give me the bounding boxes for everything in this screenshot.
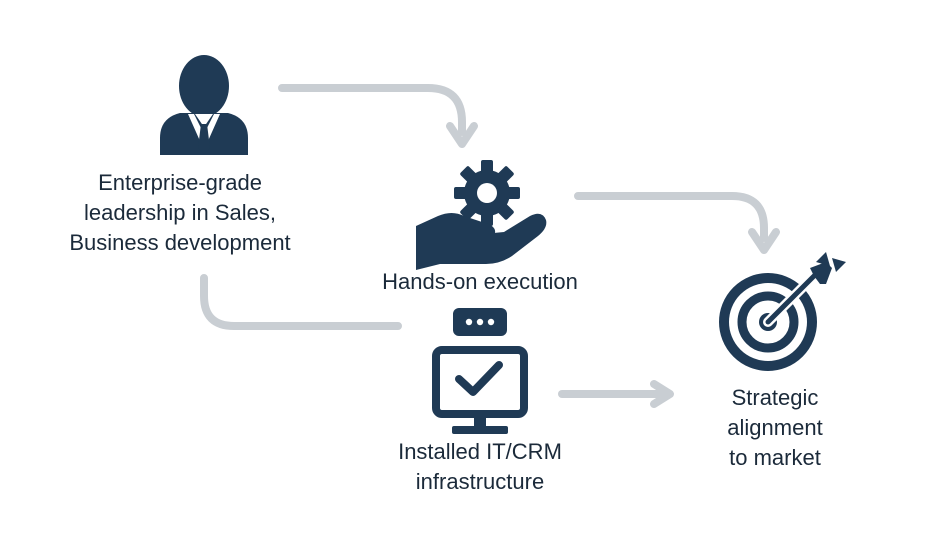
- execution-label: Hands-on execution: [350, 267, 610, 297]
- target-arrow-icon: [719, 252, 846, 371]
- infrastructure-label-line: infrastructure: [415, 469, 545, 494]
- arrowhead-execution-to-strategy: [748, 228, 780, 254]
- arrowhead-infrastructure-to-strategy: [650, 380, 674, 408]
- hand-gear-icon: [416, 160, 547, 270]
- strategy-label: Strategic alignment to market: [690, 383, 860, 473]
- leadership-label-line: Enterprise-grade: [98, 170, 262, 195]
- strategy-label-line: to market: [729, 445, 821, 470]
- leadership-label-line: Business development: [69, 230, 291, 255]
- leadership-label: Enterprise-grade leadership in Sales, Bu…: [40, 168, 320, 258]
- leadership-label-line: leadership in Sales,: [83, 200, 276, 225]
- arrow-leadership-to-execution: [278, 84, 466, 136]
- execution-label-line: Hands-on execution: [382, 269, 578, 294]
- strategy-label-line: alignment: [727, 415, 823, 440]
- infrastructure-label-line: Installed IT/CRM: [398, 439, 562, 464]
- connector-leadership-to-infrastructure: [200, 274, 402, 330]
- businessman-icon: [160, 55, 248, 155]
- arrow-execution-to-strategy: [574, 192, 768, 242]
- strategy-label-line: Strategic: [731, 385, 819, 410]
- monitor-check-icon: [432, 308, 528, 434]
- infrastructure-label: Installed IT/CRM infrastructure: [360, 437, 600, 497]
- arrowhead-leadership-to-execution: [446, 122, 478, 148]
